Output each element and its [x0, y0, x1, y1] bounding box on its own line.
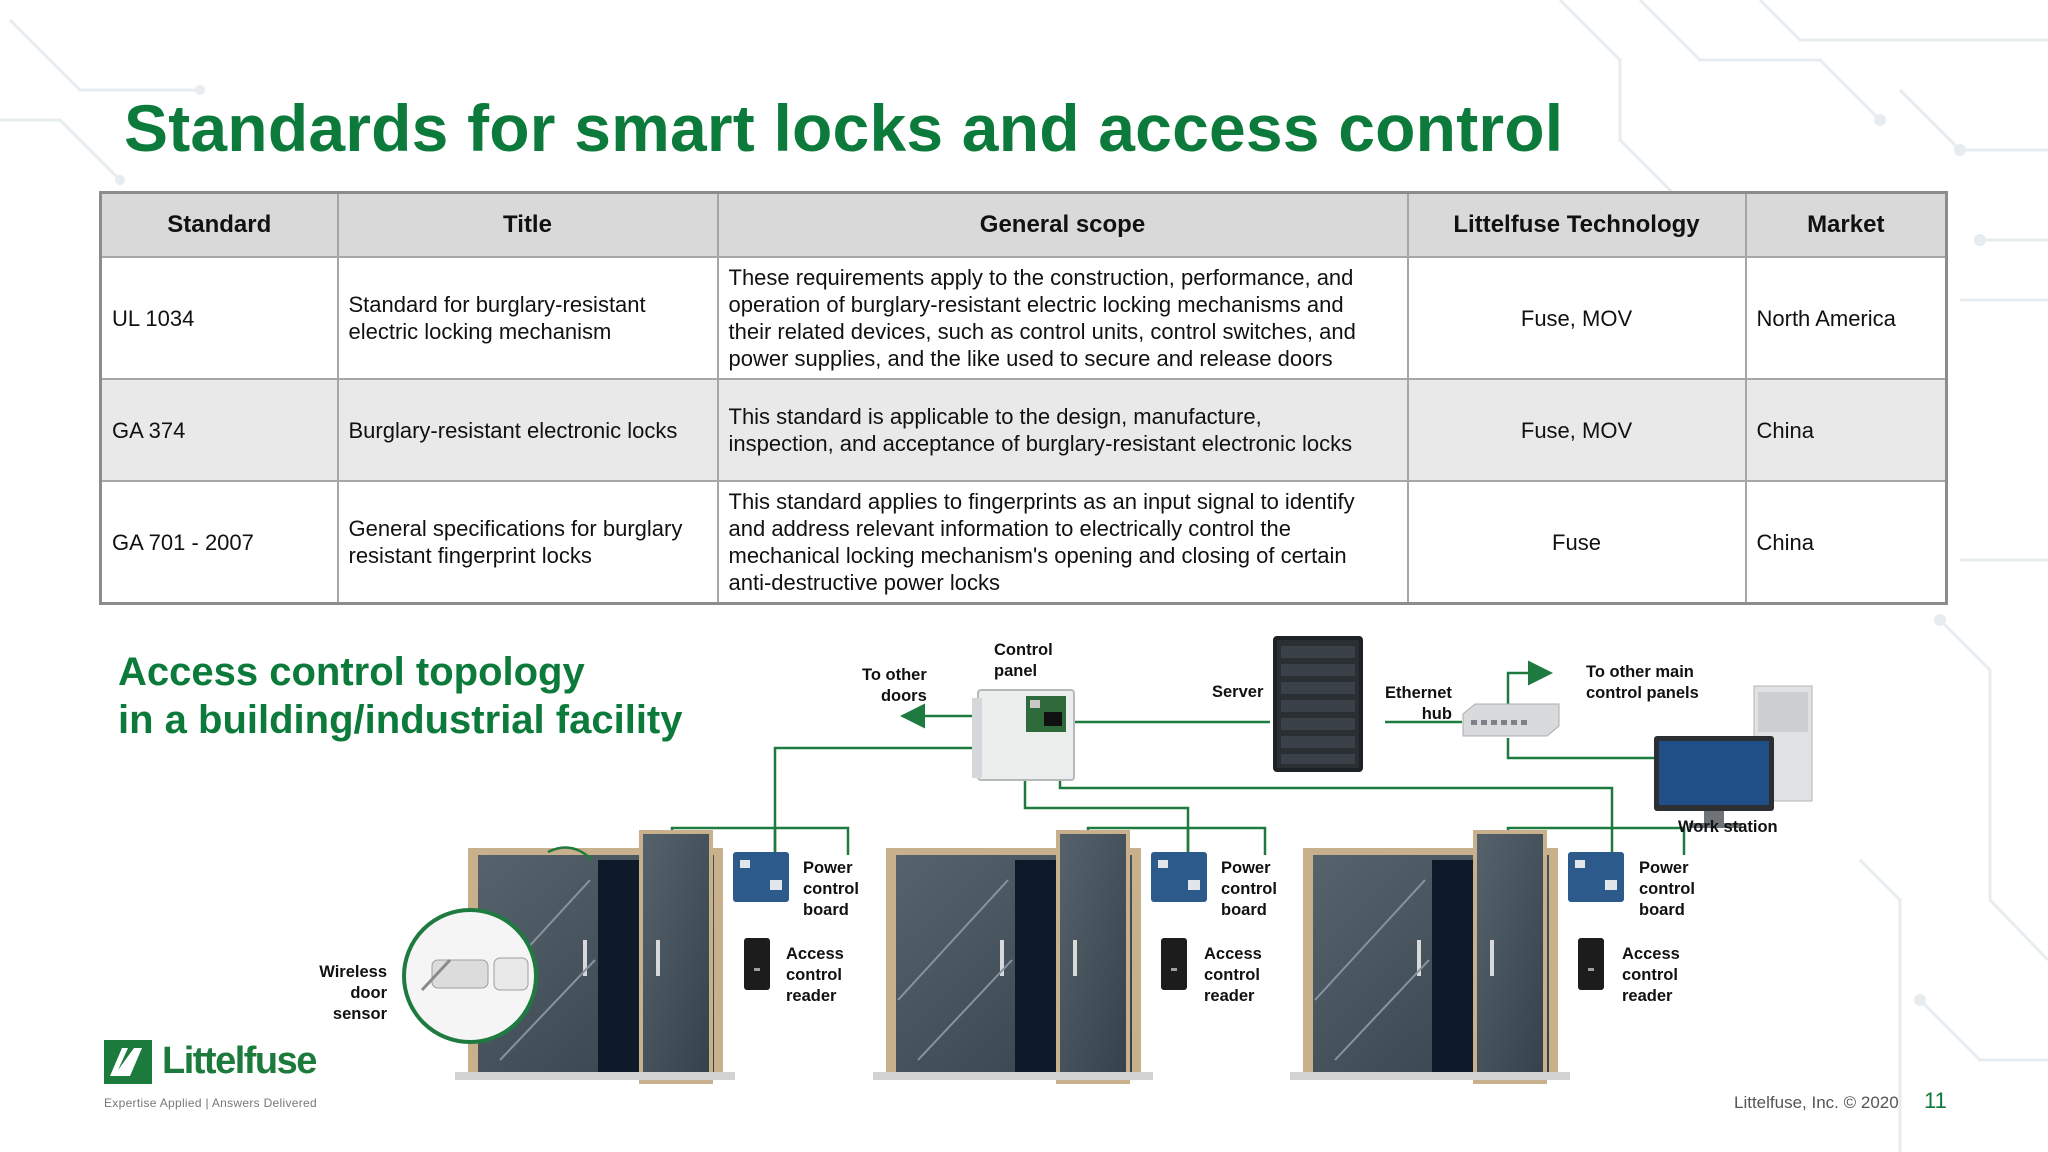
- title-line: Standard for burglary-resistant: [348, 292, 646, 317]
- cell-standard: UL 1034: [99, 256, 339, 380]
- label-wireless-door-sensor: Wireless door sensor: [319, 963, 387, 1023]
- littelfuse-logo: Littelfuse Expertise Applied | Answers D…: [104, 1040, 317, 1110]
- header-standard: Standard: [99, 191, 339, 258]
- wireless-door-sensor-graphic: [402, 846, 593, 1044]
- cell-title: General specifications for burglary resi…: [336, 480, 719, 605]
- header-market: Market: [1744, 191, 1948, 258]
- scope-line: operation of burglary-resistant electric…: [728, 292, 1344, 317]
- label-power-control-board: Power control board: [1639, 859, 1695, 919]
- cell-title: Standard for burglary-resistant electric…: [336, 256, 719, 380]
- logo-wordmark: Littelfuse: [162, 1040, 317, 1082]
- cell-technology: Fuse: [1406, 480, 1747, 605]
- header-littelfuse-technology: Littelfuse Technology: [1406, 191, 1747, 258]
- label-to-other-main-control-panels: To other main control panels: [1586, 663, 1699, 702]
- slide-title: Standards for smart locks and access con…: [124, 91, 1564, 165]
- label-access-control-reader: Access control reader: [1204, 945, 1262, 1005]
- header-general-scope: General scope: [716, 191, 1409, 258]
- table-row: GA 374 Burglary-resistant electronic loc…: [99, 378, 1948, 482]
- label-access-control-reader: Access control reader: [1622, 945, 1680, 1005]
- scope-line: These requirements apply to the construc…: [728, 265, 1354, 290]
- table-row: UL 1034 Standard for burglary-resistant …: [99, 256, 1948, 380]
- door-set-1: [455, 830, 735, 1084]
- page-number: 11: [1924, 1088, 1947, 1113]
- work-station-graphic: [1654, 685, 1813, 828]
- cell-market: China: [1744, 378, 1948, 482]
- title-line: General specifications for burglary: [348, 516, 683, 541]
- label-ethernet-hub: Ethernet hub: [1385, 684, 1452, 723]
- table-row: GA 701 - 2007 General specifications for…: [99, 480, 1948, 605]
- table-header-row: Standard Title General scope Littelfuse …: [99, 191, 1948, 258]
- logo-tagline: Expertise Applied | Answers Delivered: [104, 1096, 317, 1110]
- subtitle-line: in a building/industrial facility: [118, 698, 683, 742]
- scope-line: This standard applies to fingerprints as…: [728, 489, 1355, 514]
- server-graphic: [1273, 636, 1363, 772]
- label-server: Server: [1212, 683, 1264, 701]
- copyright-text: Littelfuse, Inc. © 2020: [1734, 1093, 1899, 1112]
- scope-line: anti-destructive power locks: [728, 570, 1000, 595]
- cell-technology: Fuse, MOV: [1406, 256, 1747, 380]
- scope-line: This standard is applicable to the desig…: [728, 404, 1262, 429]
- cell-title: Burglary-resistant electronic locks: [336, 378, 719, 482]
- label-work-station: Work station: [1678, 818, 1778, 836]
- ethernet-hub-graphic: [1462, 703, 1560, 737]
- title-line: electric locking mechanism: [348, 319, 612, 344]
- access-control-reader-graphic: [744, 938, 1604, 990]
- littelfuse-logo-mark-icon: [104, 1040, 152, 1084]
- cell-market: China: [1744, 480, 1948, 605]
- cell-market: North America: [1744, 256, 1948, 380]
- control-panel-graphic: [972, 689, 1075, 781]
- label-power-control-board: Power control board: [1221, 859, 1277, 919]
- access-control-topology-diagram: [402, 636, 1813, 1084]
- label-to-other-doors: To other doors: [862, 666, 927, 705]
- label-access-control-reader: Access control reader: [786, 945, 844, 1005]
- door-set-2: [873, 830, 1153, 1084]
- cell-standard: GA 701 - 2007: [99, 480, 339, 605]
- scope-line: mechanical locking mechanism's opening a…: [728, 543, 1347, 568]
- cell-scope: These requirements apply to the construc…: [716, 256, 1409, 380]
- scope-line: power supplies, and the like used to sec…: [728, 346, 1333, 371]
- scope-line: their related devices, such as control u…: [728, 319, 1356, 344]
- subtitle-line: Access control topology: [118, 650, 585, 694]
- title-line: Burglary-resistant electronic locks: [348, 417, 678, 443]
- topology-subtitle: Access control topology in a building/in…: [118, 648, 683, 744]
- header-title: Title: [336, 191, 719, 258]
- label-control-panel: Control panel: [994, 641, 1053, 680]
- scope-line: and address relevant information to elec…: [728, 516, 1292, 541]
- cell-scope: This standard applies to fingerprints as…: [716, 480, 1409, 605]
- label-power-control-board: Power control board: [803, 859, 859, 919]
- title-line: resistant fingerprint locks: [348, 543, 592, 568]
- door-set-3: [1290, 830, 1570, 1084]
- scope-line: inspection, and acceptance of burglary-r…: [728, 431, 1353, 456]
- cell-scope: This standard is applicable to the desig…: [716, 378, 1409, 482]
- standards-table: Standard Title General scope Littelfuse …: [99, 191, 1948, 605]
- cell-technology: Fuse, MOV: [1406, 378, 1747, 482]
- cell-standard: GA 374: [99, 378, 339, 482]
